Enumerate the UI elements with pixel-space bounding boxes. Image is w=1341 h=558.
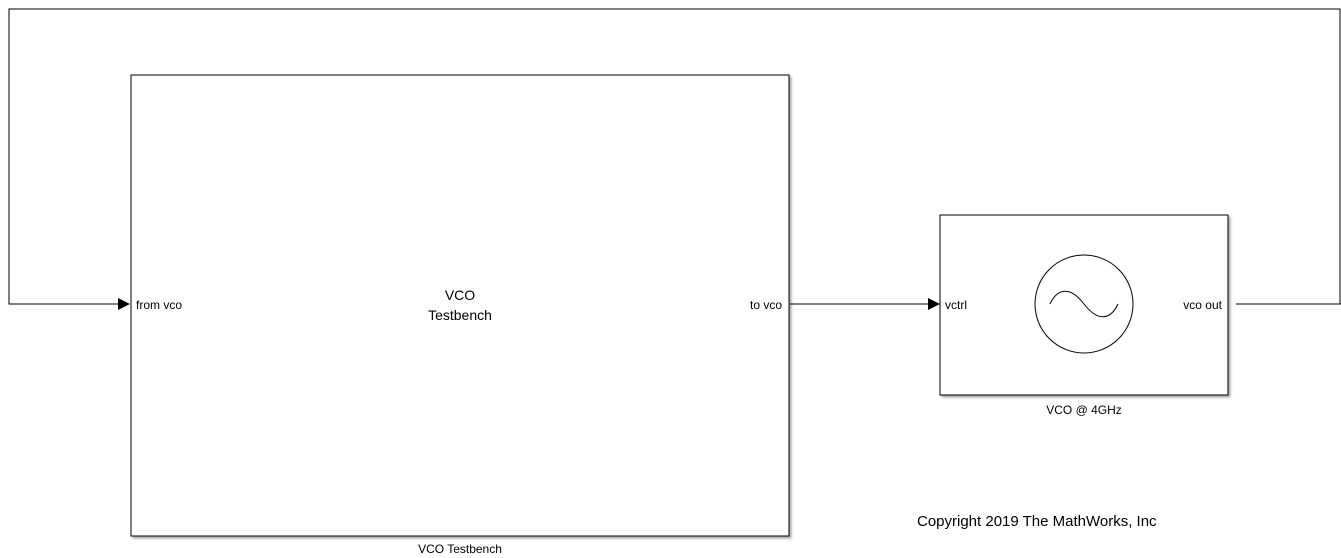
feedback-signal-line[interactable]	[8, 8, 1341, 310]
control-arrowhead	[928, 298, 940, 310]
control-signal-line[interactable]	[790, 298, 940, 310]
port-label-vctrl: vctrl	[945, 298, 967, 312]
port-label-to-vco: to vco	[750, 298, 782, 312]
vco-testbench-block[interactable]: from vco to vco VCO Testbench	[130, 74, 790, 537]
port-label-vco-out: vco out	[1183, 298, 1222, 312]
vco-block-caption: VCO @ 4GHz	[1046, 403, 1122, 417]
copyright-annotation: Copyright 2019 The MathWorks, Inc	[917, 513, 1157, 530]
testbench-block-caption: VCO Testbench	[418, 542, 502, 556]
port-label-from-vco: from vco	[136, 298, 182, 312]
sine-wave-source-icon	[1034, 254, 1134, 354]
testbench-title-line1: VCO	[445, 287, 475, 303]
vco-block[interactable]: vctrl vco out	[939, 214, 1229, 396]
testbench-title-line2: Testbench	[428, 307, 492, 323]
feedback-arrowhead	[118, 298, 130, 310]
